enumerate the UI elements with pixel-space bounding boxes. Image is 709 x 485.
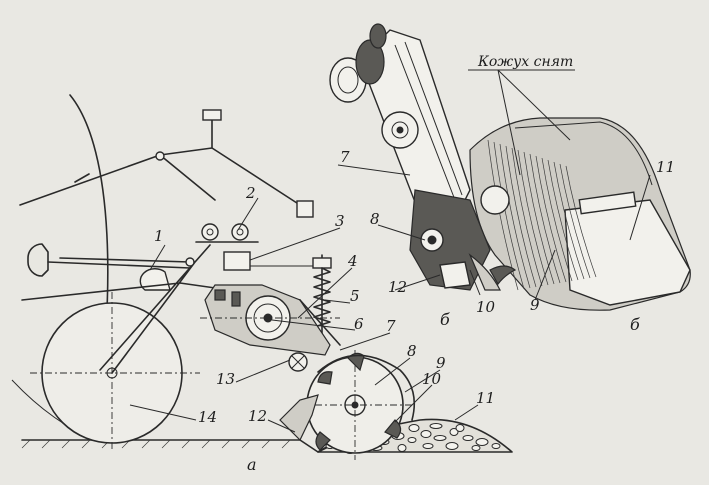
- housing-rib: [541, 157, 573, 282]
- callout-b9: 9: [530, 296, 540, 314]
- stone: [445, 442, 459, 450]
- stone: [408, 424, 420, 432]
- right-bracket: [296, 200, 314, 218]
- stone: [429, 423, 443, 429]
- top-linkage: [19, 117, 301, 206]
- housing-rib: [505, 145, 537, 288]
- top-drum: [329, 23, 387, 103]
- stone: [455, 424, 465, 432]
- caption-a: а: [247, 455, 257, 474]
- main-arms: [21, 244, 301, 374]
- callout-b8: 8: [370, 210, 380, 228]
- caption-b2: б: [630, 315, 640, 334]
- top-bracket: [202, 109, 222, 121]
- callout-14: 14: [198, 408, 217, 426]
- housing-rib: [517, 149, 549, 286]
- idler-wheel: [381, 111, 419, 149]
- callout-13: 13: [216, 370, 235, 388]
- leaders-a: [129, 197, 479, 433]
- callout-6: 6: [354, 315, 364, 333]
- gearbox-3: [185, 251, 320, 271]
- stone: [422, 443, 434, 449]
- stone: [475, 438, 489, 446]
- housing-rib: [553, 161, 585, 280]
- housing-rib: [529, 153, 561, 284]
- callout-1: 1: [154, 227, 164, 245]
- callout-3: 3: [335, 212, 345, 230]
- housing-rib: [565, 165, 597, 278]
- note-cover-removed: Кожух снят: [477, 54, 573, 70]
- stone: [397, 444, 407, 452]
- callout-5: 5: [350, 287, 360, 305]
- callout-11: 11: [476, 389, 495, 407]
- ground-hatch: [21, 439, 291, 449]
- callout-b11: 11: [656, 158, 675, 176]
- shaft-13: [288, 352, 308, 372]
- housing-rib: [493, 141, 525, 290]
- callout-8: 8: [407, 342, 417, 360]
- arm-7-chain: [394, 41, 463, 201]
- share-12: [279, 394, 319, 442]
- pivot-top: [155, 151, 165, 161]
- schematic-a: [11, 94, 513, 460]
- stone: [491, 443, 501, 449]
- housing-rib: [559, 163, 591, 279]
- stone: [433, 435, 447, 441]
- callout-b12: 12: [388, 278, 407, 296]
- callout-7: 7: [386, 317, 396, 335]
- callout-b10: 10: [476, 298, 496, 316]
- housing-rib: [499, 143, 531, 289]
- housing-rib: [523, 151, 555, 285]
- callout-10: 10: [422, 370, 442, 388]
- pulleys-2: [195, 223, 259, 243]
- callout-4: 4: [347, 252, 358, 270]
- housing-rib: [535, 155, 567, 283]
- stone: [407, 437, 417, 443]
- stone: [462, 435, 474, 441]
- callout-12: 12: [248, 407, 267, 425]
- stone: [471, 445, 481, 451]
- lower-mechanism: [409, 185, 517, 291]
- stone: [420, 430, 432, 438]
- rotor-8: [300, 350, 415, 460]
- housing-rib: [511, 147, 543, 287]
- casing-9: [317, 354, 416, 421]
- callout-9: 9: [436, 354, 446, 372]
- housing-front: [564, 199, 691, 306]
- illustration-b: [329, 23, 691, 311]
- housing-ribs: [487, 139, 597, 291]
- housing-rib: [547, 159, 579, 281]
- housing-rib: [487, 139, 519, 291]
- housing-top-edge: [514, 121, 653, 186]
- caption-b: б: [440, 310, 450, 329]
- wheel-14: [30, 292, 200, 452]
- housing-latch: [578, 191, 637, 215]
- drawbar-1: [27, 243, 191, 291]
- stone: [449, 428, 459, 436]
- callout-b7: 7: [340, 148, 350, 166]
- link-7: [299, 299, 341, 346]
- callout-2: 2: [245, 184, 256, 202]
- leaders-b: [337, 69, 651, 301]
